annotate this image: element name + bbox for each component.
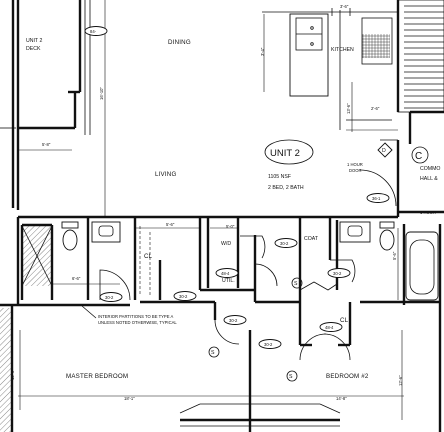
svg-text:36-1: 36-1 <box>372 196 381 201</box>
kitchen-area <box>262 8 398 132</box>
hour-door-2: DOOR <box>349 168 362 173</box>
svg-text:5'-8": 5'-8" <box>42 142 51 147</box>
door-tag: 48-4 <box>215 268 239 278</box>
stair <box>396 0 444 113</box>
label-unit2-deck-2: DECK <box>26 46 41 52</box>
door-tag: 30-2 <box>258 339 282 349</box>
unit-tag: UNIT 2 1105 NSF 2 BED, 2 BATH <box>264 139 314 191</box>
bifold-door <box>299 281 338 291</box>
svg-text:1 HOUR: 1 HOUR <box>420 210 436 215</box>
svg-text:S: S <box>294 281 298 287</box>
bath2-fixtures <box>339 221 439 301</box>
svg-text:3'-4": 3'-4" <box>260 47 265 56</box>
window-bottom <box>179 403 341 414</box>
svg-text:30-2: 30-2 <box>280 241 289 246</box>
svg-text:D: D <box>382 148 386 154</box>
label-commons-2: HALL & <box>420 176 438 182</box>
smoke-detector-2: S <box>286 370 298 382</box>
svg-text:S: S <box>289 374 293 380</box>
diamond-symbol-d: D <box>377 142 393 158</box>
svg-text:84-: 84- <box>90 29 97 34</box>
dimension-text: 5'-8" 5'-6" 6'-6" 12'-6" 16'-10" 13'-6" … <box>10 4 436 401</box>
svg-text:2'-6": 2'-6" <box>371 106 380 111</box>
bathtub <box>405 231 439 301</box>
smoke-detector-3: S <box>291 277 303 289</box>
shower-cross <box>21 225 53 287</box>
unit-tag-beds: 2 BED, 2 BATH <box>268 185 304 191</box>
svg-text:13'-6": 13'-6" <box>346 103 351 114</box>
label-living: LIVING <box>155 171 177 178</box>
lavatory-2 <box>339 221 371 243</box>
door-tag: 30-2 <box>327 268 351 278</box>
room-labels: UNIT 2 DECK DINING KITCHEN LIVING CL W/D… <box>26 38 440 380</box>
svg-text:C: C <box>415 151 422 162</box>
label-cl: CL <box>144 253 153 260</box>
svg-text:18'-1": 18'-1" <box>124 396 135 401</box>
label-cl2: CL <box>340 317 349 324</box>
toilet-1 <box>62 229 78 251</box>
svg-text:5'-0": 5'-0" <box>226 224 235 229</box>
note-line-1: INTERIOR PARTITIONS TO BE TYPE A <box>98 314 173 319</box>
door-tag: 84- <box>84 26 108 36</box>
dimension-lines <box>18 0 404 420</box>
svg-text:30-2: 30-2 <box>333 271 342 276</box>
unit-tag-title: UNIT 2 <box>270 148 300 159</box>
door-swings <box>99 139 398 361</box>
svg-text:30-2: 30-2 <box>105 295 114 300</box>
smoke-detector-1: S <box>208 346 220 358</box>
wall-hatch <box>0 308 12 432</box>
door-tag: 30-2 <box>173 291 197 301</box>
bath1-fixtures <box>61 221 121 251</box>
label-util: UTIL. <box>222 278 235 284</box>
svg-text:6'-6": 6'-6" <box>72 276 81 281</box>
svg-text:5'-6": 5'-6" <box>392 251 397 260</box>
label-master-bedroom: MASTER BEDROOM <box>66 373 128 380</box>
door-tag: 36-1 <box>366 193 390 203</box>
svg-text:48-4: 48-4 <box>221 271 230 276</box>
door-tag: 30-2 <box>274 238 298 248</box>
label-kitchen: KITCHEN <box>331 47 354 53</box>
label-wd: W/D <box>221 241 231 247</box>
svg-text:48-4: 48-4 <box>325 325 334 330</box>
svg-text:5'-6": 5'-6" <box>166 222 175 227</box>
cooktop <box>362 34 390 58</box>
svg-text:30-2: 30-2 <box>179 294 188 299</box>
door-tag: 48-4 <box>319 322 343 332</box>
label-bedroom2: BEDROOM #2 <box>326 373 369 380</box>
circle-symbol-c: C <box>411 146 429 164</box>
svg-text:14'-8": 14'-8" <box>336 396 347 401</box>
note-line-2: UNLESS NOTED OTHERWISE, TYPICAL <box>98 320 177 325</box>
svg-text:30-2: 30-2 <box>264 342 273 347</box>
partition-note: INTERIOR PARTITIONS TO BE TYPE A UNLESS … <box>81 305 177 325</box>
svg-text:S: S <box>211 350 215 356</box>
door-tag: 30-2 <box>99 292 123 302</box>
svg-text:3'-6": 3'-6" <box>340 4 349 9</box>
svg-text:16'-10": 16'-10" <box>99 86 104 100</box>
door-tag: 30-2 <box>223 315 247 325</box>
lavatory-1 <box>91 221 121 243</box>
svg-text:30-2: 30-2 <box>229 318 238 323</box>
hour-door-1: 1 HOUR <box>347 162 363 167</box>
label-coat: COAT <box>304 236 319 242</box>
svg-text:12'-6": 12'-6" <box>398 375 403 386</box>
door-tags: 84- 30-2 30-2 30-2 30-2 30-2 30-2 48-4 4… <box>84 26 390 349</box>
unit-tag-area: 1105 NSF <box>268 174 291 180</box>
label-unit2-deck-1: UNIT 2 <box>26 38 42 44</box>
svg-text:12'-6": 12'-6" <box>10 369 15 380</box>
toilet-2 <box>379 229 395 251</box>
symbols: D C S S S <box>208 142 429 382</box>
label-dining: DINING <box>168 39 191 46</box>
label-commons-1: COMMO <box>420 166 440 172</box>
